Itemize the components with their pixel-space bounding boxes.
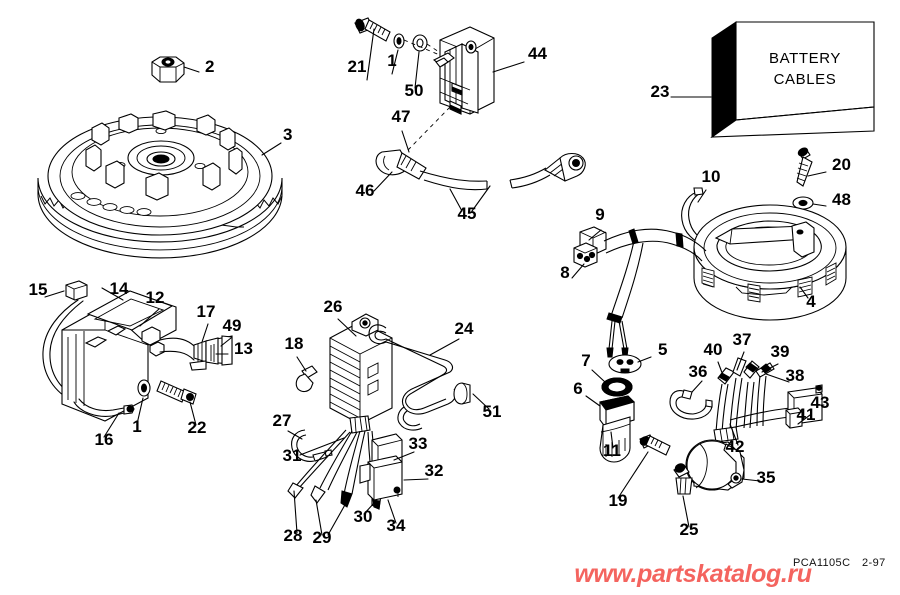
callout-leader-lines: [44, 28, 827, 536]
callout-number-22-power-pack-bolt: 22: [188, 418, 207, 437]
callout-number-27-cable-tie: 27: [273, 411, 292, 430]
spark-plug-lead-illustration: [375, 104, 586, 191]
callout-number-25-solenoid-bolt: 25: [680, 520, 699, 539]
callout-number-20-stator-screw: 20: [832, 155, 851, 174]
callout-number-12-power-pack: 12: [146, 288, 165, 307]
flywheel-nut-illustration: [151, 56, 185, 83]
callout-number-37-solenoid-lead-a: 37: [733, 330, 752, 349]
callout-number-41-solenoid-harness: 41: [797, 405, 816, 424]
callout-number-50-flat-washer: 50: [405, 81, 424, 100]
callout-number-30-rectifier-lead-red: 30: [354, 507, 373, 526]
callout-number-layer: 1123456789101112131415161718192021222324…: [29, 44, 851, 547]
callout-number-47-lead-terminal: 47: [392, 107, 411, 126]
callout-number-35-starter-solenoid: 35: [757, 468, 776, 487]
connector-assembly-illustration: [599, 354, 642, 463]
callout-number-15-terminal-cap: 15: [29, 280, 48, 299]
callout-number-39-solenoid-lead-c: 39: [771, 342, 790, 361]
callout-number-11-connector-plug: 11: [603, 441, 621, 460]
callout-number-26-rectifier: 26: [324, 297, 343, 316]
site-watermark: www.partskatalog.ru: [574, 560, 811, 588]
callout-number-42-solenoid-wire-bundle: 42: [726, 437, 745, 456]
callout-number-24-rectifier-bracket: 24: [455, 319, 474, 338]
callout-number-23-battery-cables-box: 23: [651, 82, 670, 101]
rectifier-leads-illustration: [287, 415, 403, 510]
callout-number-10-cable-clip: 10: [702, 167, 721, 186]
callout-number-3-flywheel: 3: [283, 125, 292, 144]
stator-illustration: [681, 147, 847, 321]
callout-number-28-rectifier-lead-yellow: 28: [284, 526, 303, 545]
callout-number-49-retainer: 49: [223, 316, 242, 335]
flywheel-illustration: [37, 110, 283, 259]
callout-number-9-stator-harness: 9: [595, 205, 604, 224]
starter-solenoid-illustration: [639, 357, 823, 495]
callout-number-1-washer-coil: 1: [387, 51, 396, 70]
callout-number-46-spark-plug-boot: 46: [356, 181, 375, 200]
callout-number-19-solenoid-screw: 19: [609, 491, 628, 510]
callout-number-51-grommet: 51: [483, 402, 502, 421]
callout-number-38-solenoid-lead-d: 38: [786, 366, 805, 385]
callout-number-8-stator-connector: 8: [560, 263, 569, 282]
battery-cables-label-line1: BATTERY: [769, 50, 841, 67]
callout-number-7-seal-ring: 7: [581, 351, 590, 370]
callout-number-6-connector-body: 6: [573, 379, 582, 398]
stator-harness-illustration: [573, 226, 707, 358]
callout-number-5-terminal-insert: 5: [658, 340, 667, 359]
callout-number-14-ground-lead: 14: [110, 279, 129, 298]
power-pack-illustration: [42, 280, 233, 422]
callout-number-2-flywheel-nut: 2: [205, 57, 214, 76]
battery-cables-box-illustration: [710, 21, 875, 138]
callout-number-33-upper-connector: 33: [409, 434, 428, 453]
battery-cables-label-line2: CABLES: [774, 71, 837, 88]
rectifier-illustration: [291, 313, 471, 462]
callout-number-36-solenoid-tie: 36: [689, 362, 708, 381]
callout-number-34-connector-terminal: 34: [387, 516, 406, 535]
callout-number-4-stator: 4: [806, 292, 816, 311]
callout-number-40-solenoid-lead-b: 40: [704, 340, 723, 359]
diagram-revision-date: 2-97: [862, 557, 886, 569]
callout-number-13-connector-sleeve: 13: [234, 339, 253, 358]
callout-number-29-rectifier-lead-pair: 29: [313, 528, 332, 547]
callout-number-31-rectifier-lead-ground: 31: [283, 446, 302, 465]
callout-number-21-coil-bolt: 21: [348, 57, 367, 76]
callout-number-18-rectifier-screw: 18: [285, 334, 304, 353]
callout-number-43-solenoid-connector: 43: [811, 393, 830, 412]
callout-number-45-spark-plug-lead: 45: [458, 204, 477, 223]
ignition-coil-illustration: [354, 17, 495, 115]
callout-number-16-ground-wire: 16: [95, 430, 114, 449]
callout-number-48-stator-washer: 48: [832, 190, 851, 209]
diagram-part-number: PCA1105C: [793, 557, 850, 569]
callout-number-32-lower-connector: 32: [425, 461, 444, 480]
callout-number-1-washer-powerpack: 1: [132, 417, 141, 436]
callout-number-44-ignition-coil: 44: [528, 44, 547, 63]
callout-number-17-boot: 17: [197, 302, 216, 321]
